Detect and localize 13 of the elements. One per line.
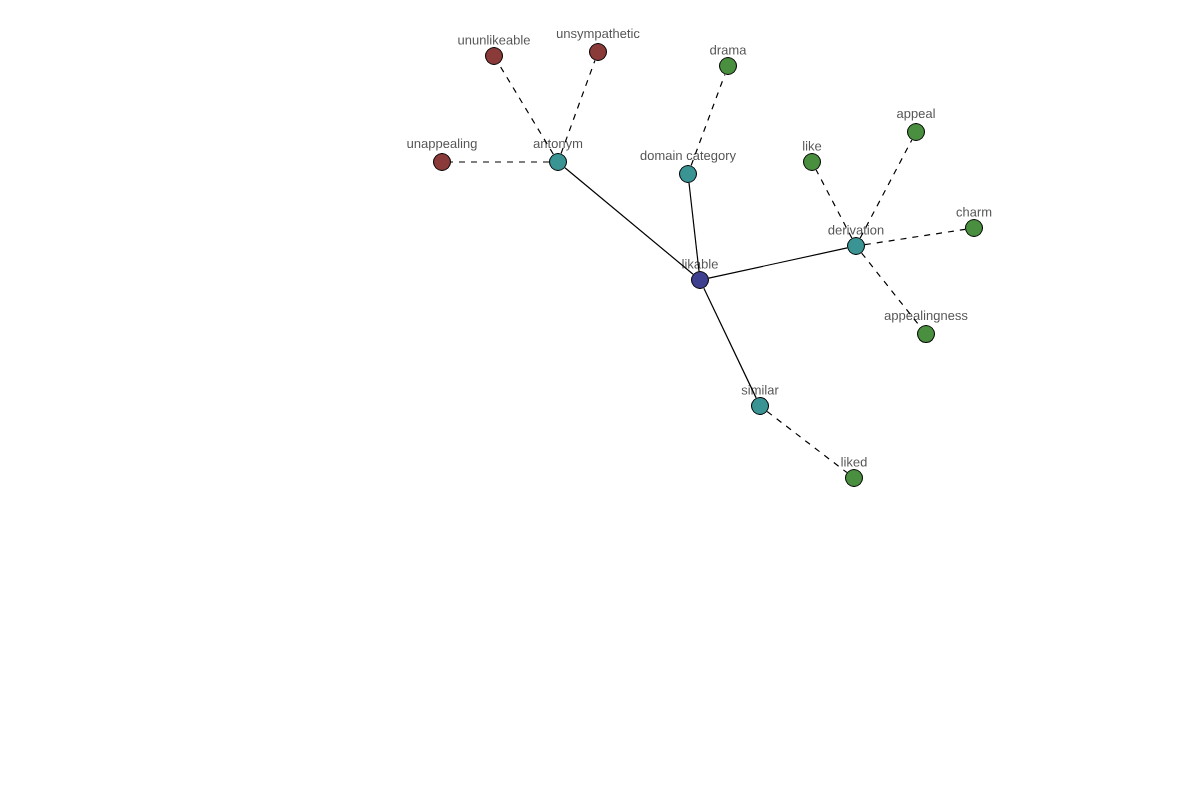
connector-line bbox=[859, 139, 913, 239]
connector-line bbox=[690, 73, 726, 167]
connector-line bbox=[450, 161, 550, 163]
connector-line bbox=[815, 169, 853, 239]
connector-line bbox=[861, 252, 921, 328]
connector-line bbox=[564, 167, 694, 275]
connector-line bbox=[560, 59, 596, 155]
connector-line bbox=[864, 228, 966, 246]
connector-line bbox=[766, 410, 848, 474]
connector-line bbox=[688, 182, 700, 272]
connector-line bbox=[498, 63, 554, 155]
connector-line bbox=[703, 287, 757, 399]
connector-line bbox=[708, 247, 848, 279]
